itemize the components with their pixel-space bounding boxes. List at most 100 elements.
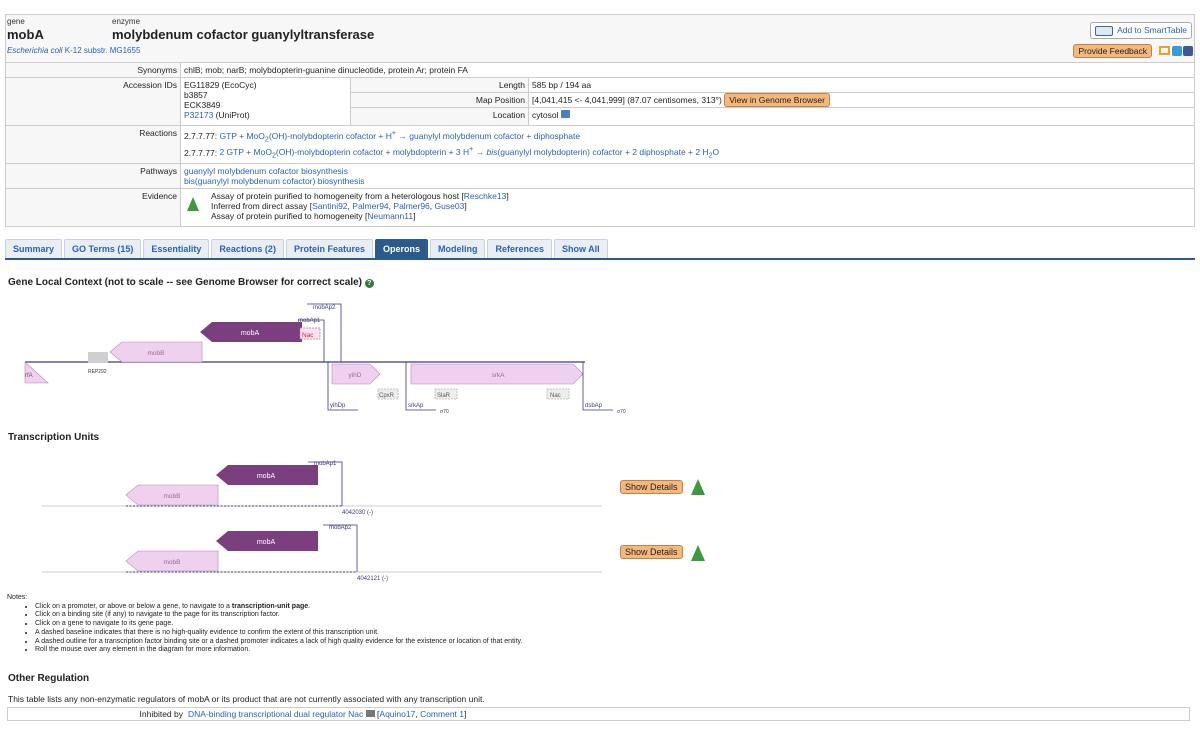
enzyme-name: molybdenum cofactor guanylyltransferase	[112, 27, 375, 42]
promoter-srkAp[interactable]	[405, 362, 436, 411]
twitter-icon[interactable]	[1172, 46, 1182, 56]
notes-section: Notes: Click on a promoter, or above or …	[7, 594, 522, 655]
promoter-mobAp2-label: mobAp2	[313, 305, 336, 311]
evidence-value: Assay of protein purified to homogeneity…	[180, 188, 1195, 228]
evidence2-ref-link[interactable]: Santini92	[312, 201, 348, 212]
regulator-icon[interactable]	[365, 710, 375, 717]
tu2-show-details-button[interactable]: Show Details	[620, 545, 683, 559]
pathways-value: guanylyl molybdenum cofactor biosynthesi…	[180, 163, 1195, 190]
tu2-coordinate: 4042121 (-)	[357, 576, 388, 582]
reaction-2-link[interactable]: 2 GTP + MoO2(OH)-molybdopterin cofactor …	[219, 145, 720, 161]
gene-context-diagram: rfA REP292 mobB mobA Nac mobAp1 mobAp2 y…	[24, 303, 626, 415]
tab-go-terms-15[interactable]: GO Terms (15)	[64, 239, 142, 258]
regulation-ref-link[interactable]: Comment 1	[420, 709, 464, 719]
other-regulation-title: Other Regulation	[8, 673, 90, 684]
pathway-1-link[interactable]: guanylyl molybdenum cofactor biosynthesi…	[184, 166, 348, 177]
synonyms-value: chlB; mob; narB; molybdopterin-guanine d…	[180, 62, 1195, 78]
tu1-promoter-label: mobAp1	[314, 461, 337, 467]
evidence2-ref-link[interactable]: Palmer96	[393, 201, 430, 212]
gene-rfA-label: rfA	[25, 373, 33, 379]
promoter-yihDp-label: yihDp	[330, 403, 346, 409]
tab-reactions-2[interactable]: Reactions (2)	[211, 239, 284, 258]
gene-type-label: gene	[7, 17, 25, 26]
uniprot-link[interactable]: P32173	[184, 110, 214, 120]
gene-name: mobA	[7, 27, 44, 42]
promoter-mobAp1[interactable]	[298, 319, 325, 362]
rep292-element[interactable]	[88, 352, 108, 363]
tab-modeling[interactable]: Modeling	[429, 239, 486, 258]
view-genome-browser-button[interactable]: View in Genome Browser	[724, 93, 830, 107]
nac-binding-site-2[interactable]	[546, 388, 570, 400]
help-icon[interactable]: ?	[364, 279, 374, 288]
tab-operons[interactable]: Operons	[374, 239, 428, 258]
tu2-gene-mobB-label: mobB	[164, 559, 181, 566]
gene-mobA[interactable]	[200, 322, 302, 342]
tu2-gene-mobA[interactable]	[216, 531, 318, 551]
gene-yihD[interactable]	[331, 363, 381, 385]
tu2-promoter[interactable]	[323, 524, 358, 572]
inhibited-by-label: Inhibited by	[139, 709, 183, 719]
accession-label: Accession IDs	[5, 77, 181, 126]
gene-mobA-label: mobA	[241, 330, 260, 337]
tab-protein-features[interactable]: Protein Features	[285, 239, 373, 258]
regulation-ref-link[interactable]: Aquino17	[379, 709, 416, 719]
tab-references[interactable]: References	[487, 239, 553, 258]
evidence2-ref-link[interactable]: Palmer94	[352, 201, 389, 212]
gene-info-table: Synonyms chlB; mob; narB; molybdopterin-…	[5, 62, 1195, 228]
pathway-2-link[interactable]: bis(guanylyl molybdenum cofactor) biosyn…	[184, 176, 365, 187]
tu1-promoter[interactable]	[308, 461, 343, 506]
notes-title: Notes:	[7, 594, 28, 601]
slaR-label: SlaR	[437, 393, 451, 399]
sigma70-label-1: σ70	[440, 409, 449, 415]
nac2-label: Nac	[550, 393, 561, 399]
organism-link[interactable]: Escherichia coli K-12 substr. MG1655	[7, 46, 141, 55]
email-icon[interactable]	[1159, 46, 1170, 55]
cpxR-label: CpxR	[379, 393, 395, 399]
location-icon[interactable]	[560, 110, 570, 118]
tu2-promoter-label: mobAp2	[329, 525, 352, 531]
add-to-smarttable-button[interactable]: Add to SmartTable	[1090, 22, 1192, 39]
tu1-gene-mobA[interactable]	[216, 465, 318, 485]
nac-regulator-link[interactable]: DNA-binding transcriptional dual regulat…	[188, 709, 364, 719]
tu2-flask-icon	[691, 545, 705, 561]
reaction-1-link[interactable]: GTP + MoO2(OH)-molybdopterin cofactor + …	[219, 129, 581, 144]
gene-srkA-label: srkA	[492, 372, 506, 379]
gene-srkA[interactable]	[410, 363, 584, 385]
length-label: Length	[350, 77, 529, 93]
gene-mobB-label: mobB	[148, 350, 165, 357]
promoter-mobAp2[interactable]	[307, 303, 342, 362]
transcription-units-diagram: mobB mobA mobAp1 4042030 (-) mobB mobA m…	[42, 461, 602, 582]
gene-mobB[interactable]	[109, 341, 203, 363]
evidence2-ref-link[interactable]: Guse03	[434, 201, 465, 212]
evidence3-ref-link[interactable]: Neumann11	[367, 211, 414, 222]
other-regulation-desc: This table lists any non-enzymatic regul…	[8, 694, 485, 704]
note-item: Roll the mouse over any element in the d…	[35, 646, 522, 655]
note-item: Click on a binding site (if any) to navi…	[35, 611, 522, 620]
tu1-gene-mobB[interactable]	[125, 484, 219, 506]
provide-feedback-button[interactable]: Provide Feedback	[1073, 44, 1152, 58]
reactions-label: Reactions	[5, 124, 181, 165]
cpxR-binding-site[interactable]	[377, 388, 399, 400]
tu2-gene-mobB[interactable]	[125, 550, 219, 572]
tu2-gene-mobA-label: mobA	[257, 539, 276, 546]
promoter-dsbAp[interactable]	[582, 362, 613, 411]
promoter-yihDp[interactable]	[327, 362, 358, 411]
tab-essentiality[interactable]: Essentiality	[143, 239, 210, 258]
facebook-icon[interactable]	[1183, 46, 1193, 56]
pathways-label: Pathways	[5, 163, 181, 190]
tab-show-all[interactable]: Show All	[554, 239, 608, 258]
nac-binding-site[interactable]	[299, 327, 321, 340]
promoter-mobAp1-label: mobAp1	[298, 318, 321, 324]
accession-ids: EG11829 (EcoCyc) b3857 ECK3849 P32173 (U…	[180, 77, 351, 126]
note-item: A dashed outline for a transcription fac…	[35, 638, 522, 647]
slaR-binding-site[interactable]	[434, 388, 458, 400]
gene-rfA[interactable]	[24, 361, 49, 384]
synonyms-label: Synonyms	[5, 62, 181, 78]
tu1-gene-mobB-label: mobB	[164, 493, 181, 500]
length-value: 585 bp / 194 aa	[528, 77, 1195, 93]
evidence1-ref-link[interactable]: Reschke13	[463, 191, 507, 202]
tu1-show-details-button[interactable]: Show Details	[620, 480, 683, 494]
smarttable-icon	[1095, 25, 1114, 36]
evidence-label: Evidence	[5, 188, 181, 228]
tab-summary[interactable]: Summary	[5, 239, 63, 258]
